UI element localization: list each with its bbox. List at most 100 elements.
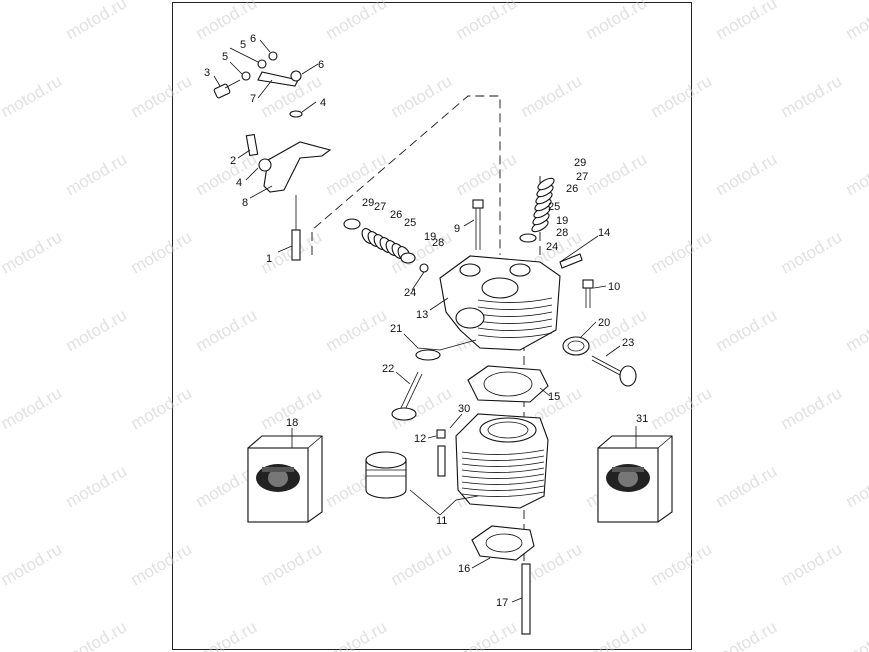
- watermark-text: motod.ru: [518, 71, 586, 121]
- piston: [365, 451, 407, 499]
- watermark-text: motod.ru: [63, 617, 131, 652]
- callout-c12: 12: [414, 433, 426, 445]
- callout-c26a: 26: [390, 209, 402, 221]
- callout-c6b: 6: [318, 59, 324, 71]
- watermark-text: motod.ru: [843, 0, 869, 43]
- watermark-text: motod.ru: [778, 71, 846, 121]
- watermark-text: motod.ru: [778, 383, 846, 433]
- head-bolts: [472, 199, 594, 308]
- watermark-text: motod.ru: [323, 305, 391, 355]
- callout-c27b: 27: [576, 171, 588, 183]
- watermark-text: motod.ru: [193, 149, 261, 199]
- watermark-text: motod.ru: [453, 149, 521, 199]
- cylinder: [455, 413, 549, 509]
- watermark-text: motod.ru: [388, 539, 456, 589]
- callout-c14: 14: [598, 227, 610, 239]
- exhaust-valve: [591, 355, 637, 387]
- callout-c28a: 28: [432, 237, 444, 249]
- callout-c18: 18: [286, 417, 298, 429]
- watermark-text: motod.ru: [713, 305, 781, 355]
- rocker-support-group: [213, 51, 332, 261]
- callout-c11: 11: [436, 515, 447, 527]
- callout-c8: 8: [242, 197, 248, 209]
- callout-c3: 3: [204, 67, 210, 79]
- callout-c16: 16: [458, 563, 470, 575]
- callout-c19b: 19: [556, 215, 568, 227]
- callout-c4a: 4: [236, 177, 242, 189]
- watermark-text: motod.ru: [0, 71, 65, 121]
- watermark-text: motod.ru: [583, 0, 651, 43]
- callout-c24b: 24: [546, 241, 558, 253]
- callout-c24a: 24: [404, 287, 416, 299]
- gasket-kit-box-right: [597, 435, 673, 523]
- callout-c26b: 26: [566, 183, 578, 195]
- watermark-text: motod.ru: [648, 71, 716, 121]
- watermark-text: motod.ru: [843, 617, 869, 652]
- watermark-text: motod.ru: [193, 617, 261, 652]
- watermark-text: motod.ru: [63, 149, 131, 199]
- watermark-text: motod.ru: [778, 539, 846, 589]
- watermark-text: motod.ru: [323, 0, 391, 43]
- watermark-text: motod.ru: [63, 0, 131, 43]
- watermark-text: motod.ru: [0, 383, 65, 433]
- watermark-text: motod.ru: [648, 227, 716, 277]
- watermark-text: motod.ru: [453, 617, 521, 652]
- watermark-text: motod.ru: [388, 71, 456, 121]
- callout-c10: 10: [608, 281, 620, 293]
- diagram-frame: [172, 2, 692, 650]
- harley-logo-icon: [606, 464, 650, 492]
- watermark-text: motod.ru: [843, 305, 869, 355]
- head-gasket: [467, 365, 549, 403]
- watermark-text: motod.ru: [258, 539, 326, 589]
- callout-c27a: 27: [374, 201, 386, 213]
- callout-c25b: 25: [548, 201, 560, 213]
- watermark-text: motod.ru: [583, 149, 651, 199]
- valve-spring-left: [343, 218, 429, 273]
- callout-c30: 30: [458, 403, 470, 415]
- watermark-text: motod.ru: [128, 71, 196, 121]
- watermark-text: motod.ru: [713, 0, 781, 43]
- dowel-pins: [436, 429, 446, 477]
- callout-c29a: 29: [362, 197, 374, 209]
- callout-c19a: 19: [424, 231, 436, 243]
- watermark-text: motod.ru: [453, 0, 521, 43]
- watermark-text: motod.ru: [323, 149, 391, 199]
- callout-c23: 23: [622, 337, 634, 349]
- intake-valve: [391, 349, 441, 421]
- cylinder-stud: [521, 563, 531, 635]
- harley-logo-icon: [256, 464, 300, 492]
- valve-spring-right: [519, 177, 555, 243]
- watermark-text: motod.ru: [193, 305, 261, 355]
- watermark-text: motod.ru: [583, 305, 651, 355]
- watermark-text: motod.ru: [648, 383, 716, 433]
- callout-c29b: 29: [574, 157, 586, 169]
- callout-c7: 7: [250, 93, 256, 105]
- callout-c5a: 5: [222, 51, 228, 63]
- callout-c15: 15: [548, 391, 560, 403]
- watermark-text: motod.ru: [63, 305, 131, 355]
- leader-lines: [213, 39, 637, 603]
- watermark-text: motod.ru: [128, 227, 196, 277]
- watermark-text: motod.ru: [713, 617, 781, 652]
- watermark-text: motod.ru: [778, 227, 846, 277]
- watermark-text: motod.ru: [63, 461, 131, 511]
- watermark-text: motod.ru: [128, 383, 196, 433]
- watermark-text: motod.ru: [713, 149, 781, 199]
- watermark-text: motod.ru: [0, 539, 65, 589]
- valve-seat-ring: [562, 336, 590, 356]
- watermark-text: motod.ru: [583, 617, 651, 652]
- cylinder-head: [439, 255, 561, 351]
- callout-c20: 20: [598, 317, 610, 329]
- watermark-text: motod.ru: [713, 461, 781, 511]
- callout-c6a: 6: [250, 33, 256, 45]
- callout-c21: 21: [390, 323, 402, 335]
- callout-c25a: 25: [404, 217, 416, 229]
- callout-c1: 1: [266, 253, 272, 265]
- watermark-text: motod.ru: [323, 617, 391, 652]
- watermark-text: motod.ru: [648, 539, 716, 589]
- callout-c28b: 28: [556, 227, 568, 239]
- watermark-text: motod.ru: [128, 539, 196, 589]
